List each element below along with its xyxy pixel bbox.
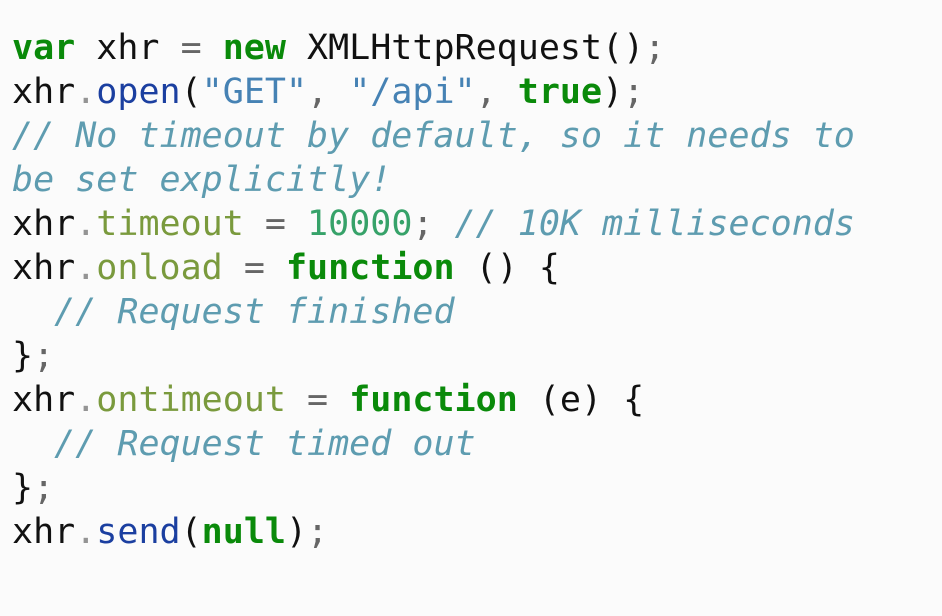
code-token-plain: } <box>12 468 34 508</box>
code-token-punct: = <box>307 380 329 420</box>
code-token-plain <box>286 380 307 420</box>
code-token-plain: } <box>12 336 34 376</box>
code-token-plain: (e) { <box>517 380 645 420</box>
code-token-plain: ) <box>602 72 624 112</box>
code-token-method: send <box>96 512 181 552</box>
code-token-number: 10000 <box>307 204 413 244</box>
code-token-dot: . <box>75 204 97 244</box>
code-line: // No timeout by default, so it needs to <box>12 114 930 158</box>
code-token-plain: ( <box>180 512 202 552</box>
code-token-property: timeout <box>96 204 244 244</box>
code-token-punct: ; <box>644 28 666 68</box>
code-token-comment: // Request finished <box>54 292 455 332</box>
code-block: var xhr = new XMLHttpRequest();xhr.open(… <box>12 26 930 554</box>
code-line: be set explicitly! <box>12 158 930 202</box>
code-token-plain <box>265 248 286 288</box>
code-token-plain <box>12 292 54 332</box>
code-token-method: open <box>96 72 181 112</box>
code-line: // Request timed out <box>12 422 930 466</box>
code-token-property: ontimeout <box>96 380 286 420</box>
code-token-plain: xhr <box>12 72 76 112</box>
code-token-plain: ) <box>285 512 308 552</box>
code-token-plain: xhr <box>12 512 76 552</box>
code-token-comment: // No timeout by default, so it needs to <box>12 116 855 156</box>
code-token-plain <box>223 248 244 288</box>
code-line: }; <box>12 334 930 378</box>
code-token-plain <box>328 72 349 112</box>
code-token-punct: ; <box>33 468 55 508</box>
code-token-keyword: new <box>222 28 286 68</box>
code-token-comment: // 10K milliseconds <box>454 204 855 244</box>
code-token-plain <box>286 204 307 244</box>
code-line: xhr.send(null); <box>12 510 930 554</box>
code-token-punct: ; <box>623 72 645 112</box>
code-line: // Request finished <box>12 290 930 334</box>
code-token-plain <box>12 424 54 464</box>
code-token-plain <box>244 204 265 244</box>
code-token-string: "GET" <box>201 72 308 112</box>
code-snippet: var xhr = new XMLHttpRequest();xhr.open(… <box>12 26 930 554</box>
code-token-dot: . <box>75 72 97 112</box>
code-token-dot: . <box>75 380 97 420</box>
code-token-plain: ( <box>180 72 202 112</box>
code-token-plain <box>202 28 223 68</box>
code-token-punct: = <box>243 248 265 288</box>
code-token-punct: ; <box>33 336 55 376</box>
code-token-punct: , <box>307 72 329 112</box>
code-token-punct: = <box>264 204 286 244</box>
code-token-plain: xhr <box>75 28 181 68</box>
code-token-plain <box>328 380 349 420</box>
code-token-dot: . <box>75 248 97 288</box>
code-token-plain: XMLHttpRequest() <box>285 28 645 68</box>
code-line: xhr.onload = function () { <box>12 246 930 290</box>
code-token-keyword: true <box>517 72 603 112</box>
code-token-keyword: function <box>349 380 518 420</box>
code-token-plain: xhr <box>12 248 76 288</box>
code-token-comment: be set explicitly! <box>12 160 392 200</box>
code-token-comment: // Request timed out <box>54 424 476 464</box>
code-token-keyword: var <box>12 28 76 68</box>
code-line: }; <box>12 466 930 510</box>
code-line: xhr.ontimeout = function (e) { <box>12 378 930 422</box>
code-token-property: onload <box>96 248 223 288</box>
code-token-punct: = <box>180 28 202 68</box>
code-token-punct: ; <box>307 512 329 552</box>
code-token-punct: ; <box>412 204 434 244</box>
code-line: var xhr = new XMLHttpRequest(); <box>12 26 930 70</box>
code-token-keyword: function <box>285 248 455 288</box>
code-line: xhr.timeout = 10000; // 10K milliseconds <box>12 202 930 246</box>
code-token-plain: xhr <box>12 204 76 244</box>
code-token-plain: () { <box>454 248 560 288</box>
code-token-punct: , <box>475 72 497 112</box>
code-token-plain <box>433 204 454 244</box>
code-token-plain <box>497 72 518 112</box>
code-token-keyword: null <box>201 512 286 552</box>
code-line: xhr.open("GET", "/api", true); <box>12 70 930 114</box>
code-token-string: "/api" <box>349 72 476 112</box>
code-token-dot: . <box>75 512 97 552</box>
code-token-plain: xhr <box>12 380 76 420</box>
